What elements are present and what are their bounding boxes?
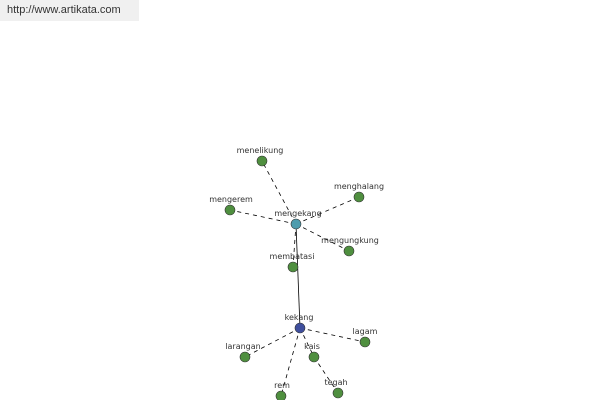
node-layer [224, 155, 371, 400]
node-tegah[interactable] [332, 387, 344, 399]
edge-mengekang-mengungkung [295, 223, 350, 252]
node-mengungkung[interactable] [343, 245, 355, 257]
node-rem[interactable] [275, 390, 287, 400]
edge-kekang-larangan [244, 327, 301, 358]
node-label-mengekang[interactable]: mengekang [274, 209, 321, 218]
node-label-membatasi[interactable]: membatasi [270, 252, 315, 261]
node-kekang[interactable] [294, 322, 306, 334]
node-mengekang[interactable] [290, 218, 302, 230]
edge-kekang-rem [280, 327, 301, 397]
edge-mengekang-membatasi [292, 223, 297, 268]
edge-kais-tegah [313, 356, 339, 394]
edge-mengekang-menelikung [261, 160, 297, 225]
node-label-lagam[interactable]: lagam [353, 327, 378, 336]
node-label-rem[interactable]: rem [274, 381, 290, 390]
label-layer: kekang mengekang menelikung menghalang menge… [209, 146, 384, 390]
node-label-kekang[interactable]: kekang [285, 313, 314, 322]
edge-kekang-lagam [299, 327, 366, 343]
edge-mengekang-menghalang [295, 196, 360, 225]
node-label-menelikung[interactable]: menelikung [237, 146, 284, 155]
node-menelikung[interactable] [256, 155, 268, 167]
edge-kekang-mengekang [295, 223, 301, 329]
node-label-kais[interactable]: kais [304, 342, 320, 351]
node-label-menghalang[interactable]: menghalang [334, 182, 384, 191]
node-mengerem[interactable] [224, 204, 236, 216]
node-menghalang[interactable] [353, 191, 365, 203]
edge-mengekang-mengerem [229, 209, 297, 225]
node-label-mengerem[interactable]: mengerem [209, 195, 253, 204]
node-kais[interactable] [308, 351, 320, 363]
node-membatasi[interactable] [287, 261, 299, 273]
node-larangan[interactable] [239, 351, 251, 363]
edge-layer [229, 160, 366, 397]
node-label-larangan[interactable]: larangan [225, 342, 260, 351]
node-label-tegah[interactable]: tegah [324, 378, 347, 387]
node-label-mengungkung[interactable]: mengungkung [321, 236, 379, 245]
source-url-bar: http://www.artikata.com [0, 0, 139, 21]
node-lagam[interactable] [359, 336, 371, 348]
edge-kekang-kais [299, 327, 315, 358]
source-url-text[interactable]: http://www.artikata.com [7, 4, 121, 16]
